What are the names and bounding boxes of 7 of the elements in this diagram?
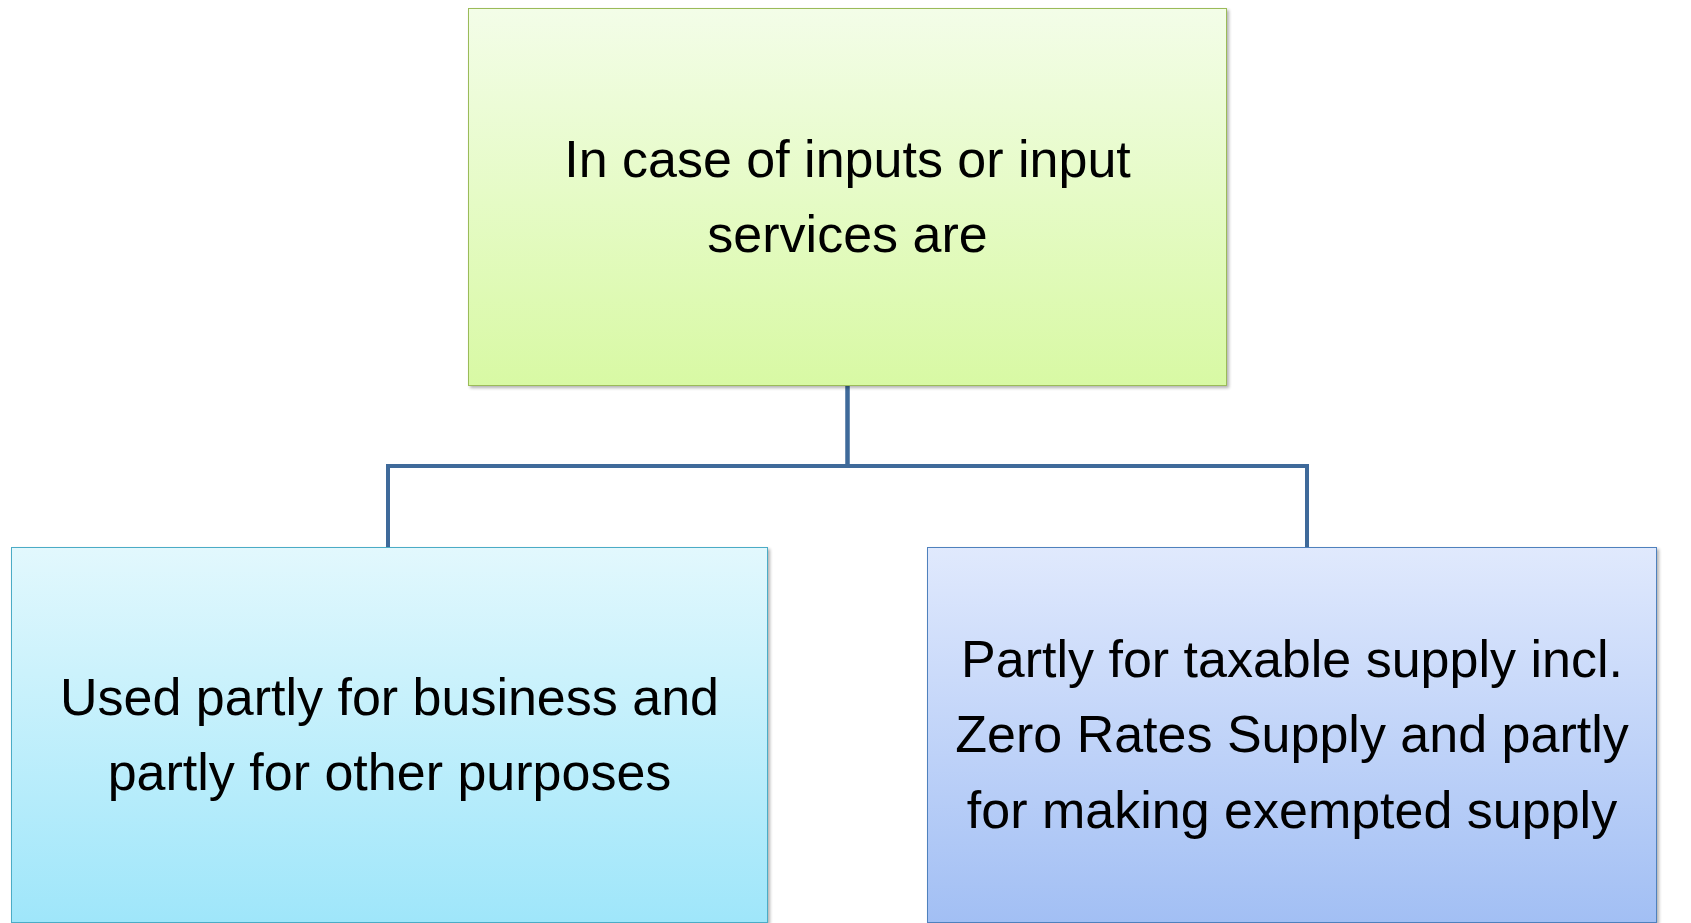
process-box <box>927 547 1657 923</box>
box-text: In case of inputs or input services are <box>563 128 1132 265</box>
box-text: Partly for taxable supply incl. Zero Rates Supply and partly for making exempted supply <box>954 628 1630 841</box>
box-text: Used partly for business and partly for other purposes <box>59 666 720 803</box>
connector-line <box>845 386 1309 547</box>
process-box <box>468 8 1227 386</box>
process-box <box>11 547 768 923</box>
